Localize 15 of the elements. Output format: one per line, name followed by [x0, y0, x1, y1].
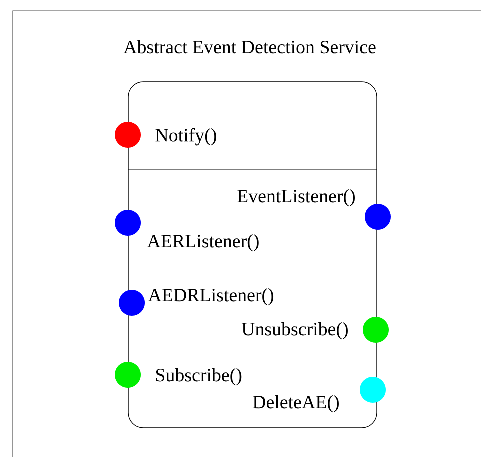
port-circle: [115, 122, 141, 148]
method-label: EventListener(): [238, 189, 355, 207]
method-label: AEDRListener(): [148, 288, 274, 306]
port-circle: [360, 377, 386, 403]
port-circle: [119, 290, 145, 316]
title: Abstract Event Detection Service: [124, 40, 376, 54]
method-label: DeleteAE(): [253, 395, 339, 413]
method-label: Notify(): [156, 128, 216, 146]
port-circle: [363, 317, 389, 343]
method-label: Subscribe(): [156, 368, 242, 386]
port-circle: [115, 362, 141, 388]
port-circle: [365, 204, 391, 230]
method-label: AERListener(): [147, 234, 259, 252]
port-circle: [115, 210, 141, 236]
method-label: Unsubscribe(): [242, 322, 348, 340]
